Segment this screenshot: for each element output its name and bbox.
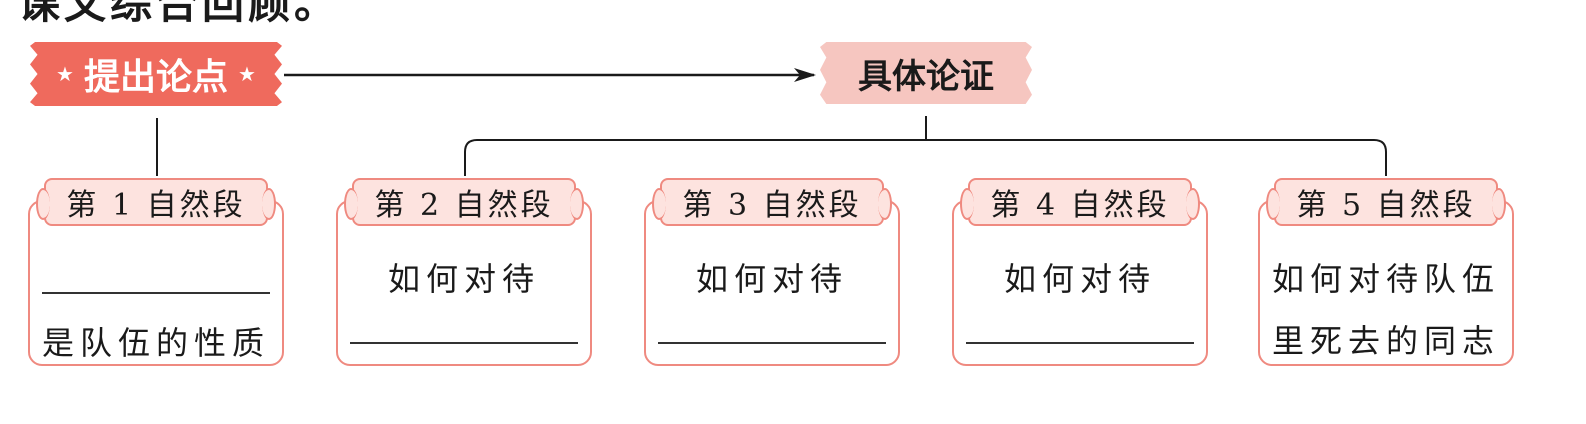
card-label: 第 2 自然段 bbox=[344, 178, 584, 226]
card-label: 第 1 自然段 bbox=[36, 178, 276, 226]
card-text: 如何对待队伍 bbox=[1271, 260, 1500, 298]
argument-branch-line bbox=[464, 139, 1387, 176]
card-text: 是队伍的性质 bbox=[41, 324, 270, 362]
answer-blank[interactable] bbox=[42, 292, 270, 294]
card-text: 如何对待 bbox=[695, 260, 848, 298]
card-label: 第 3 自然段 bbox=[652, 178, 892, 226]
paragraph-card-2: 第 2 自然段 如何对待 bbox=[336, 178, 592, 366]
answer-blank[interactable] bbox=[350, 342, 578, 344]
card-text: 如何对待 bbox=[1003, 260, 1156, 298]
thesis-label: 提出论点 bbox=[83, 57, 228, 98]
card-text: 如何对待 bbox=[387, 260, 540, 298]
star-icon: ★ bbox=[238, 62, 256, 86]
answer-blank[interactable] bbox=[966, 342, 1194, 344]
paragraph-card-4: 第 4 自然段 如何对待 bbox=[952, 178, 1208, 366]
card-label: 第 5 自然段 bbox=[1266, 178, 1506, 226]
thesis-box: ★ 提出论点 ★ bbox=[30, 42, 282, 106]
heading-fragment: 课文综合回顾。 bbox=[18, 0, 341, 28]
argument-box: 具体论证 bbox=[820, 42, 1032, 104]
answer-blank[interactable] bbox=[658, 342, 886, 344]
card-text: 里死去的同志 bbox=[1271, 322, 1500, 360]
paragraph-card-1: 第 1 自然段 是队伍的性质 bbox=[28, 178, 284, 366]
paragraph-card-5: 第 5 自然段 如何对待队伍 里死去的同志 bbox=[1258, 178, 1514, 366]
card-label: 第 4 自然段 bbox=[960, 178, 1200, 226]
argument-label: 具体论证 bbox=[858, 56, 994, 97]
star-icon: ★ bbox=[56, 62, 74, 86]
paragraph-card-3: 第 3 自然段 如何对待 bbox=[644, 178, 900, 366]
